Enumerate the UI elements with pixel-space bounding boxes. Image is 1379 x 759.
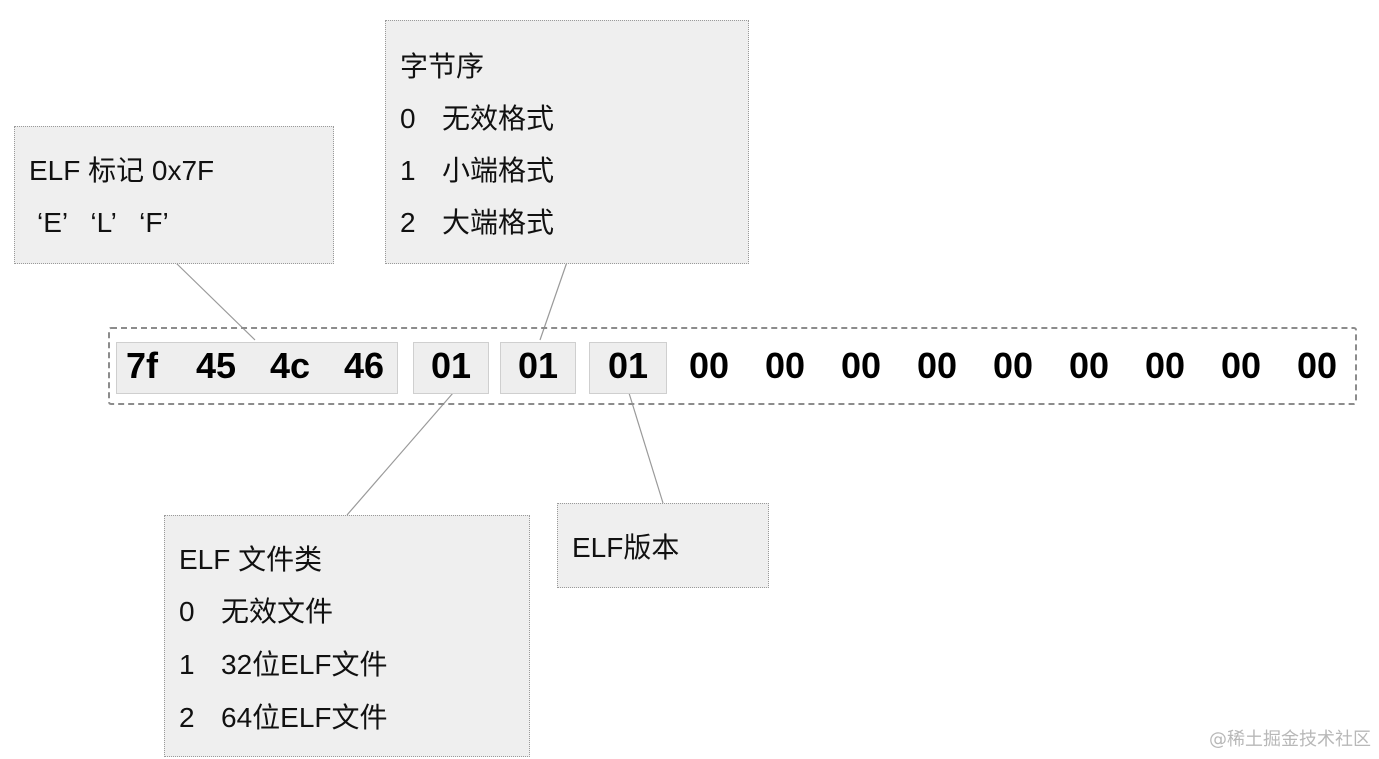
byte-value: 7f xyxy=(125,345,158,386)
elf-magic-letters: ‘E’ ‘L’ ‘F’ xyxy=(37,207,169,238)
elf-class-row: 1 32位ELF文件 xyxy=(179,649,388,681)
elf-class-box: ELF 文件类 0 无效文件 1 32位ELF文件 2 64位ELF文件 xyxy=(164,515,530,757)
elf-class-row-text: 32位ELF文件 xyxy=(221,649,388,680)
byte-value: 4c xyxy=(269,345,311,386)
byte-value: 01 xyxy=(430,345,472,386)
version-byte-cell xyxy=(589,342,667,394)
elf-class-row-num: 0 xyxy=(179,596,195,627)
elf-version-box: ELF版本 xyxy=(557,503,769,588)
byte-value: 00 xyxy=(1220,345,1262,386)
byte-value: 45 xyxy=(195,345,237,386)
byte-value: 00 xyxy=(916,345,958,386)
elf-magic-box: ELF 标记 0x7F ‘E’ ‘L’ ‘F’ xyxy=(14,126,334,264)
elf-version-title: ELF版本 xyxy=(572,532,680,563)
byte-order-row: 1 小端格式 xyxy=(400,155,554,187)
byte-value: 46 xyxy=(343,345,385,386)
elf-ident-byte-strip: 7f 45 4c 46 01 01 01 00 00 00 00 00 00 0… xyxy=(108,327,1357,405)
byte-order-row-num: 0 xyxy=(400,103,416,134)
byte-order-row: 2 大端格式 xyxy=(400,207,554,239)
byte-order-box: 字节序 0 无效格式 1 小端格式 2 大端格式 xyxy=(385,20,749,264)
watermark: @稀土掘金技术社区 xyxy=(1209,729,1371,750)
class-byte-cell xyxy=(413,342,489,394)
magic-bytes-cell xyxy=(116,342,398,394)
elf-class-title: ELF 文件类 xyxy=(179,544,323,575)
elf-class-row-num: 2 xyxy=(179,702,195,733)
elf-class-row-text: 无效文件 xyxy=(221,596,334,627)
elf-class-row: 0 无效文件 xyxy=(179,596,333,628)
connector-class xyxy=(346,392,454,516)
order-byte-cell xyxy=(500,342,576,394)
byte-value: 01 xyxy=(607,345,649,386)
byte-order-row-text: 无效格式 xyxy=(442,103,555,134)
byte-order-row: 0 无效格式 xyxy=(400,103,554,135)
byte-order-title: 字节序 xyxy=(400,51,485,82)
elf-magic-title: ELF 标记 0x7F xyxy=(29,155,215,186)
byte-value: 00 xyxy=(840,345,882,386)
byte-value: 00 xyxy=(688,345,730,386)
byte-value: 01 xyxy=(517,345,559,386)
byte-order-row-num: 2 xyxy=(400,207,416,238)
connector-version xyxy=(628,392,664,504)
elf-class-row: 2 64位ELF文件 xyxy=(179,702,388,734)
byte-value: 00 xyxy=(1068,345,1110,386)
byte-value: 00 xyxy=(992,345,1034,386)
byte-value: 00 xyxy=(764,345,806,386)
elf-class-row-num: 1 xyxy=(179,649,195,680)
elf-class-row-text: 64位ELF文件 xyxy=(221,702,388,733)
byte-value: 00 xyxy=(1144,345,1186,386)
byte-order-row-num: 1 xyxy=(400,155,416,186)
byte-value: 00 xyxy=(1296,345,1338,386)
byte-order-row-text: 大端格式 xyxy=(442,207,555,238)
byte-order-row-text: 小端格式 xyxy=(442,155,555,186)
